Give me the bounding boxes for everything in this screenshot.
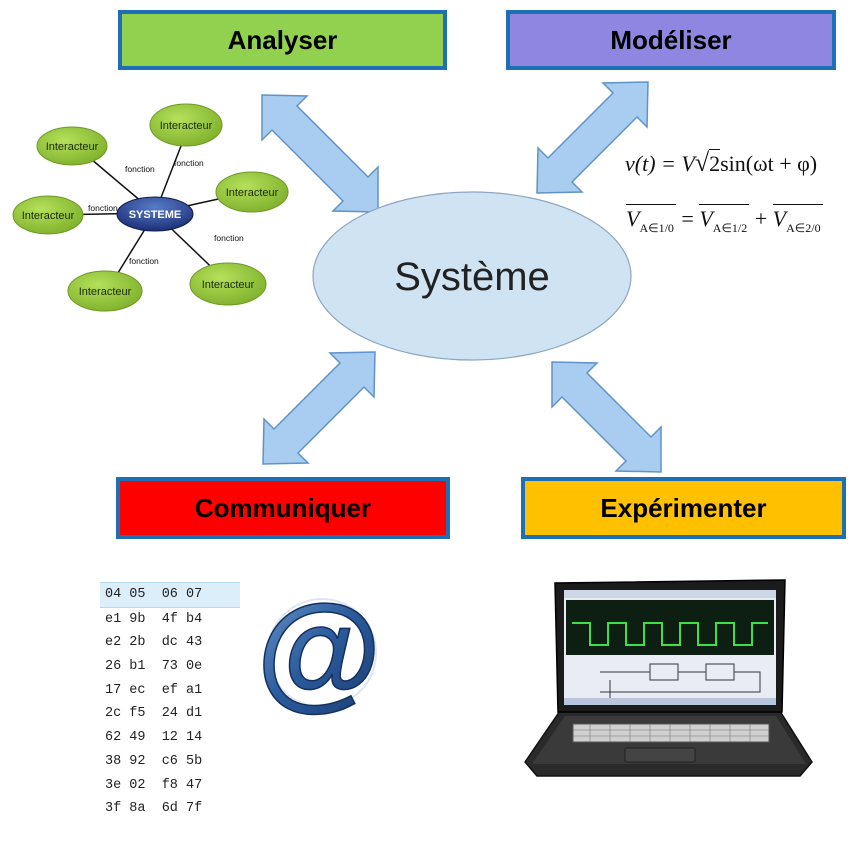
- mindmap: fonction fonction fonction fonction fonc…: [12, 103, 289, 312]
- interacteur-label: Interacteur: [160, 120, 213, 132]
- communiquer-label: Communiquer: [194, 492, 372, 523]
- hex-row: 17 ec ef a1: [105, 682, 203, 698]
- hex-row: 38 92 c6 5b: [105, 753, 203, 769]
- systeme-ellipse: [312, 191, 632, 361]
- hex-row: e1 9b 4f b4: [105, 611, 203, 627]
- interacteur-node: [149, 103, 223, 147]
- interacteur-node: [36, 126, 108, 166]
- edge-label: fonction: [129, 256, 159, 266]
- hex-row: 3f 8a 6d 7f: [105, 801, 203, 817]
- formula-s3: A∈2/0: [786, 221, 821, 235]
- interacteur-node: [189, 262, 267, 306]
- interacteur-label: Interacteur: [46, 141, 99, 153]
- arrow-top-right: [536, 81, 649, 194]
- hex-row: 26 b1 73 0e: [105, 659, 203, 675]
- at-symbol: @: [257, 579, 382, 722]
- edge-label: fonction: [88, 203, 118, 213]
- hex-row: 3e 02 f8 47: [105, 777, 203, 793]
- hex-row: 2c f5 24 d1: [105, 706, 203, 722]
- formula-v2: V: [699, 206, 713, 231]
- systeme-label: Système: [394, 255, 550, 299]
- hex-row: e2 2b dc 43: [105, 635, 203, 651]
- arrow-bottom-left: [262, 351, 376, 465]
- formula-voltage-root: 2: [709, 149, 721, 176]
- formula-voltage-right: sin(ωt + φ): [720, 151, 818, 176]
- interacteur-node: [67, 270, 143, 312]
- interacteur-label: Interacteur: [226, 187, 279, 199]
- edge-label: fonction: [125, 164, 155, 174]
- formula-v1: V: [626, 206, 640, 231]
- arrow-bottom-right: [551, 361, 662, 473]
- analyser-label: Analyser: [227, 24, 338, 55]
- formula-velocity: VA∈1/0 = VA∈1/2 + VA∈2/0: [626, 204, 823, 236]
- modeliser-box: Modéliser: [506, 10, 836, 70]
- arrows: [261, 81, 662, 473]
- formula-eq: =: [681, 206, 694, 231]
- formula-s1: A∈1/0: [639, 221, 674, 235]
- analyser-box: Analyser: [118, 10, 447, 70]
- at-logo: @: [256, 578, 382, 723]
- modeliser-label: Modéliser: [610, 24, 732, 55]
- systeme-node: [116, 196, 194, 232]
- formula-s2: A∈1/2: [712, 221, 748, 235]
- hex-row: 62 49 12 14: [105, 730, 203, 746]
- experimenter-box: Expérimenter: [521, 477, 846, 539]
- edge-label: fonction: [174, 158, 204, 168]
- experimenter-label: Expérimenter: [600, 492, 767, 523]
- interacteur-label: Interacteur: [22, 210, 75, 222]
- formula-voltage: v(t) = V√2sin(ωt + φ): [625, 148, 818, 177]
- edge-label: fonction: [214, 233, 244, 243]
- hex-table: 04 05 06 07 e1 9b 4f b4 e2 2b dc 43 26 b…: [100, 582, 240, 821]
- interacteur-label: Interacteur: [202, 279, 255, 291]
- hex-header: 04 05 06 07: [100, 582, 240, 608]
- communiquer-box: Communiquer: [116, 477, 450, 539]
- formula-plus: +: [754, 206, 768, 231]
- interacteur-node: [12, 195, 84, 235]
- formula-v3: V: [772, 206, 787, 231]
- interacteur-label: Interacteur: [79, 286, 132, 298]
- interacteur-node: [215, 171, 289, 213]
- formula-voltage-left: v(t) = V: [625, 151, 695, 176]
- laptop-image: [524, 579, 813, 777]
- systeme-node-label: SYSTEME: [129, 209, 182, 221]
- edge-labels: fonction fonction fonction fonction fonc…: [88, 158, 244, 266]
